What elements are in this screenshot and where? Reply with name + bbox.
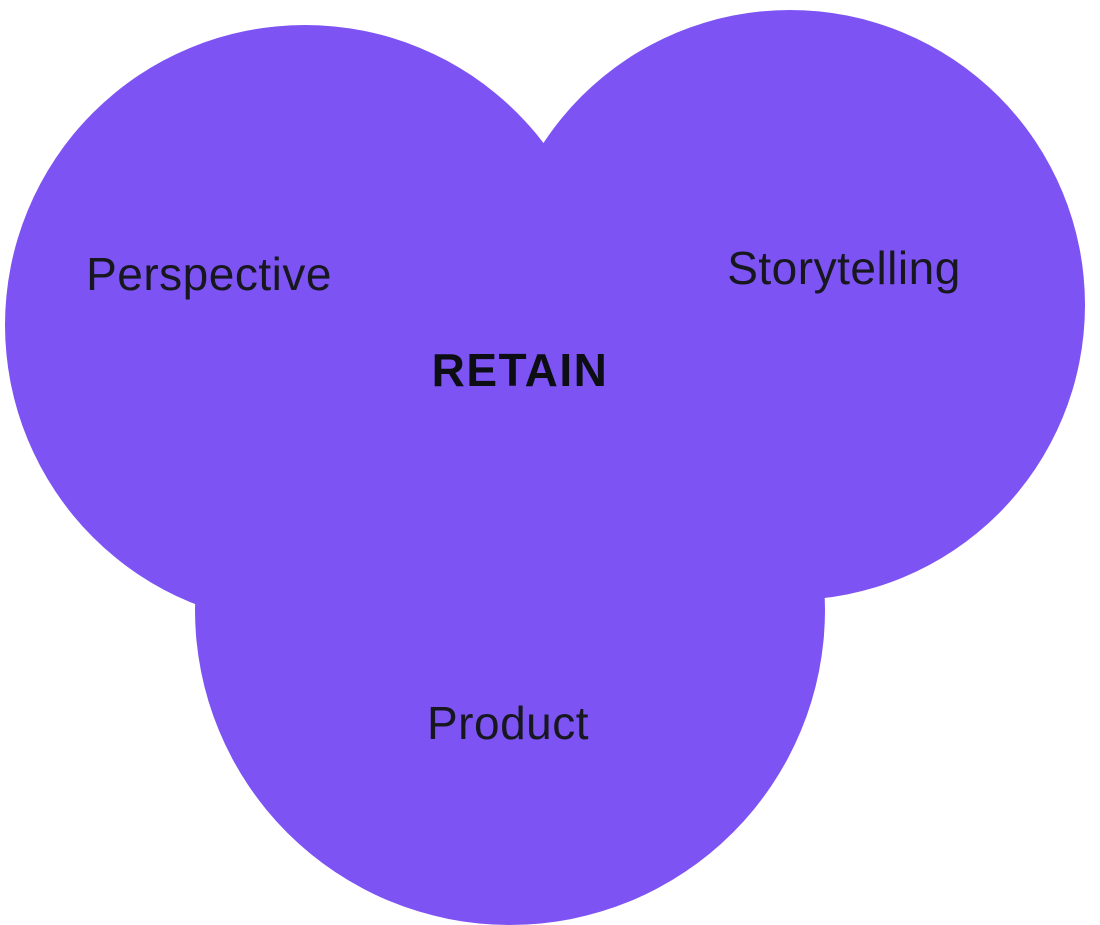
label-center-retain: RETAIN xyxy=(431,344,609,396)
label-perspective: Perspective xyxy=(86,248,332,300)
label-storytelling: Storytelling xyxy=(727,242,961,294)
venn-circle-product xyxy=(195,295,825,925)
label-product: Product xyxy=(426,697,590,749)
